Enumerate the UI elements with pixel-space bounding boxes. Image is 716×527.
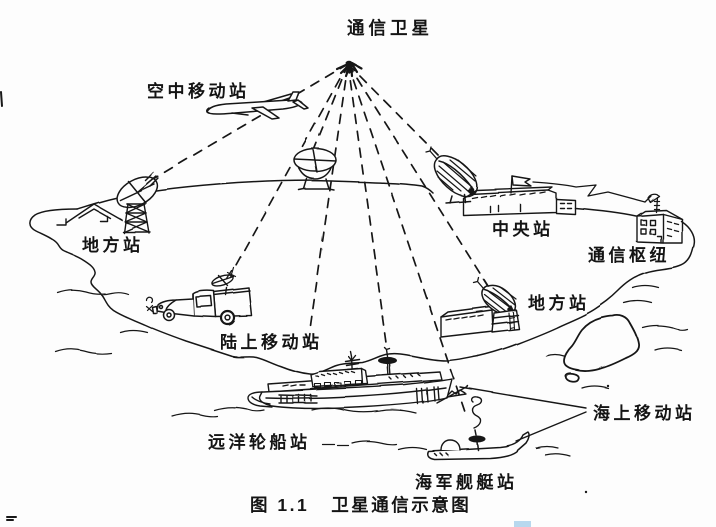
truck-dish-icon <box>211 267 237 296</box>
label-satellite: 通信卫星 <box>347 18 433 38</box>
corner-mark <box>6 516 17 521</box>
scan-artifacts <box>0 91 610 527</box>
label-local-right: 地方站 <box>528 294 590 313</box>
land-mobile-truck <box>145 267 253 326</box>
signal-beams <box>147 63 489 419</box>
central-dish-icon <box>425 146 478 204</box>
pointer-to-boat <box>515 411 587 442</box>
boat-hull-icon <box>426 431 530 460</box>
label-sea-mobile: 海上移动站 <box>593 404 696 423</box>
beam-right-local <box>347 63 489 287</box>
island <box>563 314 640 383</box>
label-comm-hub: 通信枢纽 <box>588 246 670 265</box>
ship-bridge-icon <box>310 368 369 389</box>
coast-right <box>477 220 696 357</box>
navy-boat <box>426 396 530 460</box>
hub-building-icon <box>636 209 683 244</box>
boat-dish-icon <box>468 429 486 451</box>
beam-central <box>347 63 446 163</box>
label-air-mobile: 空中移动站 <box>147 82 250 101</box>
label-local-left: 地方站 <box>82 236 144 255</box>
label-ocean-ship: 远洋轮船站 <box>208 433 311 452</box>
central-buildings-icon <box>462 175 576 216</box>
label-central: 中央站 <box>492 220 554 239</box>
lattice-tower-icon <box>122 203 151 234</box>
sea-waves <box>55 285 688 457</box>
edge-mark <box>0 91 3 107</box>
beam-ship-bridge <box>306 63 349 351</box>
coastline <box>29 179 696 375</box>
ship-dish-icon <box>378 357 398 365</box>
blue-artifact <box>514 521 531 527</box>
pointer-to-ship <box>459 386 587 409</box>
ship-hull-icon <box>247 378 469 410</box>
truck-icon <box>145 287 253 326</box>
hub-antenna-icon <box>644 193 660 213</box>
center-dish-icon <box>293 147 337 191</box>
left-local-station <box>56 171 159 234</box>
airplane-icon <box>206 91 309 120</box>
comm-hub <box>636 193 683 244</box>
label-navy-vessel: 海军舰艇站 <box>415 473 518 492</box>
beam-left-local <box>147 63 349 183</box>
central-station <box>425 146 576 216</box>
right-station-building-icon <box>440 305 495 338</box>
pointer-lines <box>459 386 587 442</box>
beam-center-dish <box>313 63 349 150</box>
house-icon <box>56 203 123 226</box>
coast-right-top <box>574 207 637 217</box>
microwave-link <box>532 181 646 203</box>
label-land-mobile: 陆上移动站 <box>220 333 323 352</box>
island-outline <box>563 314 640 372</box>
islet <box>564 372 580 383</box>
beam-truck <box>233 63 349 271</box>
boat-dome-icon <box>440 439 461 451</box>
ocean-ship <box>247 347 469 410</box>
right-dish-icon <box>473 277 517 316</box>
beam-navy-boat <box>347 63 468 419</box>
figure-caption: 图 1.1 卫星通信示意图 <box>250 495 472 515</box>
boat-squiggle <box>470 396 483 429</box>
right-dish-pedestal-icon <box>491 309 520 333</box>
satellite-apex-icon <box>335 60 363 78</box>
beam-ship-dish <box>347 63 388 348</box>
right-local-station <box>440 277 520 338</box>
coast-left <box>29 208 479 375</box>
